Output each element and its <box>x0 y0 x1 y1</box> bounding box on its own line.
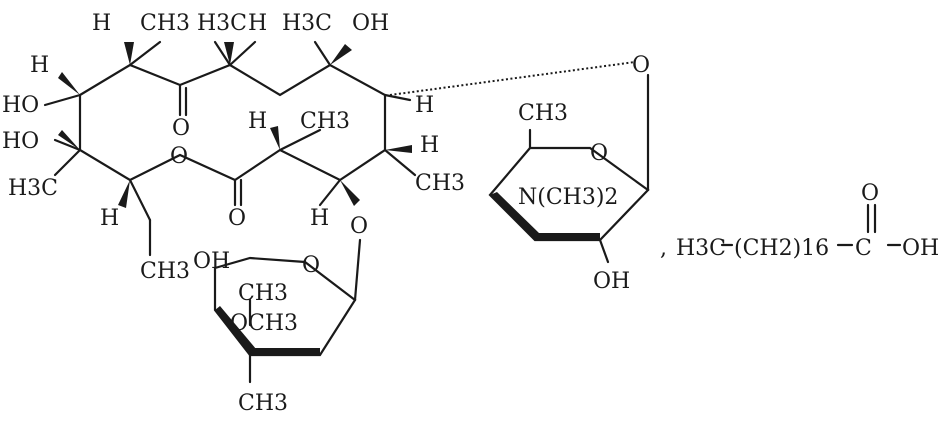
label-h-right1: H <box>415 93 434 118</box>
label-h-left1: H <box>30 53 49 78</box>
label-ch3-ethyl: CH3 <box>140 259 190 284</box>
label-ch3-s1b: CH3 <box>238 391 288 416</box>
label-ch3-mid: CH3 <box>300 109 350 134</box>
label-ch3-sugar2: CH3 <box>518 101 568 126</box>
label-o-glyco: O <box>350 214 368 239</box>
cladinose-ring <box>213 238 362 384</box>
label-stearic-chain: (CH2)16 <box>734 236 829 261</box>
label-ch3-s1a: CH3 <box>238 281 288 306</box>
label-ch3-top1: CH3 <box>140 11 190 36</box>
desosamine-ring <box>488 73 650 264</box>
atom-labels: H CH3 H3C H H3C OH H HO HO H3C H O O O H… <box>2 11 939 416</box>
label-o-sugar-link: O <box>632 53 650 78</box>
label-nme2: N(CH3)2 <box>518 185 618 210</box>
label-h-mid: H <box>248 109 267 134</box>
label-oh-sugar1: OH <box>193 249 230 274</box>
label-h3c-left: H3C <box>8 176 58 201</box>
label-stearic-o: O <box>861 181 879 206</box>
label-o-sugar2-ring: O <box>590 141 608 166</box>
label-o-sugar1-ring: O <box>302 253 320 278</box>
label-oh-sugar2: OH <box>593 269 630 294</box>
label-h-top2: H <box>248 11 267 36</box>
label-o-ester: O <box>228 206 246 231</box>
label-oh-top: OH <box>352 11 389 36</box>
label-h-top1: H <box>92 11 111 36</box>
label-h3c-top2: H3C <box>197 11 247 36</box>
label-h-mid2: H <box>420 133 439 158</box>
label-h3c-top3: H3C <box>282 11 332 36</box>
label-comma: , <box>660 236 667 261</box>
label-stearic-oh: OH <box>902 236 939 261</box>
label-h-mid3: H <box>310 206 329 231</box>
label-ch3-mid2: CH3 <box>415 171 465 196</box>
stearic-acid <box>720 203 902 247</box>
label-ho-left2: HO <box>2 129 39 154</box>
label-o-ketone: O <box>172 116 190 141</box>
label-stearic-h3c: H3C <box>676 236 726 261</box>
macrolide-ring <box>43 40 636 257</box>
label-ho-left: HO <box>2 93 39 118</box>
label-o-ring: O <box>170 144 188 169</box>
label-och3: OCH3 <box>230 311 298 336</box>
label-stearic-c: C <box>855 236 872 261</box>
label-h-left2: H <box>100 206 119 231</box>
